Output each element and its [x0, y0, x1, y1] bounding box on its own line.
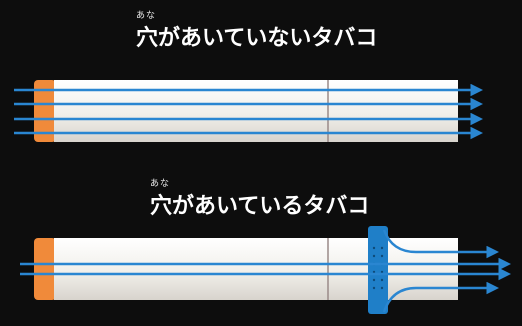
bottom-cigarette [34, 226, 458, 314]
top-title-ruby: あな [136, 11, 157, 21]
bottom-airflow-arrows [20, 229, 511, 313]
ventilation-hole-band [368, 226, 388, 314]
top-title: 穴があいていないタバコ [136, 26, 378, 51]
top-airflow-arrows [14, 83, 483, 140]
bottom-title: 穴があいているタバコ [150, 194, 370, 219]
top-cigarette-filter-tip [34, 80, 56, 142]
bottom-arrow-side-bottom [382, 281, 499, 313]
bottom-arrow-side-top [382, 229, 499, 259]
bottom-title-ruby: あな [150, 179, 171, 189]
bottom-cigarette-filter-tip [34, 238, 56, 300]
bottom-cigarette-body [54, 238, 458, 300]
